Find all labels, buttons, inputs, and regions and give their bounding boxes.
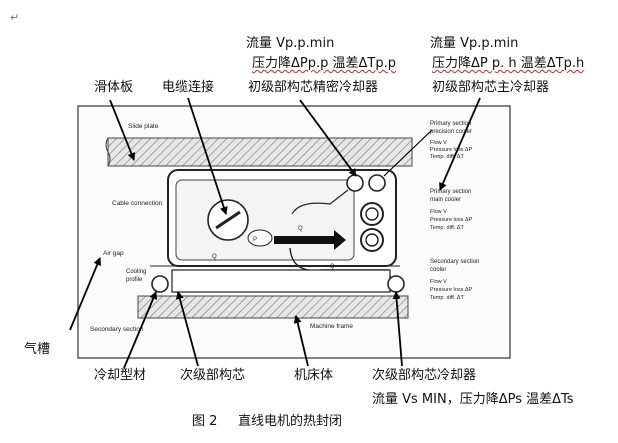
en-machine-frame: Machine frame [310, 323, 353, 330]
precision-loop [291, 189, 349, 215]
en-main-4: Pressure loss ΔP [430, 217, 473, 223]
label-primary-main-cooler: 初级部构芯主冷却器 [432, 80, 550, 95]
label-secondary-section: 次级部构芯 [180, 368, 246, 383]
arrow-machine-frame [293, 315, 309, 367]
en-air-gap: Air gap [103, 250, 124, 257]
secondary-section-body [171, 269, 391, 293]
main-cooler-bottom [360, 228, 384, 252]
label-secondary-cooler: 次级部构芯冷却器 [372, 368, 477, 383]
arrow-air-gap [69, 257, 101, 331]
machine-frame-hatch [137, 295, 409, 319]
precision-cooler-right [368, 174, 386, 192]
cooling-profile-left [151, 275, 169, 293]
q-primary-text: Q [298, 226, 303, 232]
en-cable-connection: Cable connection [112, 200, 163, 207]
en-cooling-profile-2: profile [126, 277, 143, 283]
label-pressure-right: 压力降ΔP p. h 温差ΔTp.h [432, 56, 585, 71]
main-cooler-bottom-inner [365, 233, 379, 247]
main-cooler-top [360, 202, 384, 226]
en-precision-4: Pressure loss ΔP [430, 147, 473, 153]
en-secondary-1: Secondary section [430, 259, 479, 265]
slide-plate-hatch [107, 137, 413, 167]
paragraph-mark-top: ↵ [10, 11, 20, 24]
en-precision-2: precision cooler [430, 129, 472, 135]
label-slide-plate: 滑体板 [94, 80, 134, 95]
arrow-main-cooler [439, 97, 481, 191]
p-loss-ellipse [247, 229, 273, 247]
label-cooling-profile: 冷却型材 [94, 368, 147, 383]
caption-title: 直线电机的热封闭 [238, 414, 343, 429]
label-flow-right: 流量 Vp.p.min [430, 36, 519, 51]
en-secondary-3: Flow V [430, 279, 447, 285]
q-primary-main-text: Q [212, 254, 217, 260]
en-main-1: Primary section [430, 189, 471, 195]
en-main-3: Flow V [430, 209, 447, 215]
en-main-5: Temp. diff. ΔT [430, 225, 464, 231]
en-secondary-2: cooler [430, 267, 446, 273]
primary-housing-inner [175, 179, 355, 261]
heat-flow-arrow [274, 230, 346, 250]
p-loss-text: P [253, 237, 257, 243]
slide-plate-left-edge [105, 137, 111, 167]
label-machine-frame: 机床体 [294, 368, 334, 383]
arrow-precision-box [383, 129, 433, 177]
en-cooling-profile-1: Cooling [126, 269, 146, 275]
label-secondary-flow: 流量 Vs MIN，压力降ΔPs 温差ΔTs [372, 392, 574, 407]
q-secondary-text: Q [330, 264, 335, 270]
arrow-slide-plate [109, 99, 136, 161]
main-cooler-top-inner [365, 207, 379, 221]
arrow-cable [187, 97, 228, 215]
label-primary-precision-cooler: 初级部构芯精密冷却器 [248, 80, 379, 95]
arrow-cooling-profile [123, 291, 157, 369]
precision-cooler-left [346, 174, 364, 192]
arrow-secondary-section [175, 291, 199, 367]
cooling-profile-right [387, 275, 405, 293]
arrow-secondary-cooler [392, 291, 403, 367]
en-precision-1: Primary section [430, 121, 471, 127]
label-cable-connection: 电缆连接 [162, 80, 215, 95]
en-precision-5: Temp. diff. ΔT [430, 154, 464, 160]
cable-slot [215, 210, 241, 230]
arrow-precision-cooler [299, 99, 357, 177]
en-secondary-section: Secondary section [90, 326, 144, 333]
en-secondary-5: Temp. diff. ΔT [430, 295, 464, 301]
caption-number: 图 2 [192, 414, 218, 429]
label-air-gap: 气槽 [24, 342, 51, 357]
en-secondary-4: Pressure loss ΔP [430, 287, 473, 293]
en-slide-plate: Slide plate [128, 123, 159, 130]
en-main-2: main cooler [430, 197, 461, 203]
label-pressure-left: 压力降ΔPp.p 温差ΔTp.p [252, 56, 396, 71]
en-precision-3: Flow V [430, 140, 447, 146]
label-flow-left: 流量 Vp.p.min [246, 36, 335, 51]
